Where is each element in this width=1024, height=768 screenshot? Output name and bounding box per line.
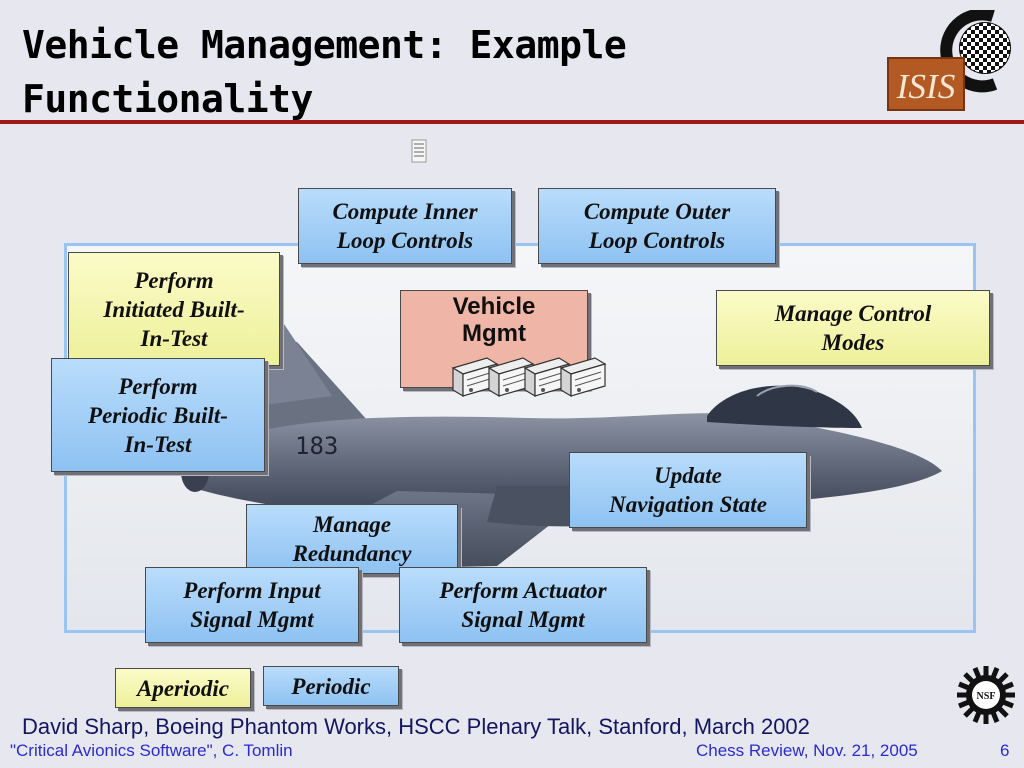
compute-outer-loop-box: Compute Outer Loop Controls — [538, 188, 776, 264]
periodic-bit-line-1: Perform — [118, 373, 198, 399]
chess-logo — [935, 8, 1017, 96]
periodic-built-in-test-box: Perform Periodic Built- In-Test — [51, 358, 265, 472]
legend-aperiodic-label: Aperiodic — [137, 675, 229, 701]
manage-control-modes-box: Manage Control Modes — [716, 290, 990, 366]
actuator-signal-line-1: Perform Actuator — [439, 578, 607, 603]
initiated-bit-line-3: In-Test — [140, 325, 208, 351]
legend-periodic-label: Periodic — [291, 673, 371, 699]
initiated-bit-line-1: Perform — [134, 267, 214, 293]
isis-logo-text: ISIS — [896, 67, 956, 106]
manage-redundancy-box: Manage Redundancy — [246, 504, 458, 574]
legend-periodic: Periodic — [263, 666, 399, 706]
compute-inner-loop-line-2: Loop Controls — [336, 228, 474, 253]
control-modes-line-2: Modes — [821, 330, 885, 355]
redundancy-line-1: Manage — [313, 512, 391, 537]
document-icon — [411, 139, 427, 163]
footer-event: Chess Review, Nov. 21, 2005 — [696, 741, 918, 760]
nsf-logo-text: NSF — [977, 691, 996, 702]
title-divider — [0, 120, 1024, 124]
periodic-bit-line-2: Periodic Built- — [88, 402, 228, 428]
periodic-bit-line-3: In-Test — [124, 431, 192, 457]
tail-number: 183 — [295, 432, 338, 460]
compute-outer-loop-line-1: Compute Outer — [583, 199, 731, 224]
nsf-logo: NSF — [955, 664, 1017, 726]
page-number: 6 — [1000, 741, 1010, 760]
redundancy-line-2: Redundancy — [292, 541, 412, 566]
compute-inner-loop-box: Compute Inner Loop Controls — [298, 188, 512, 264]
source-credit: David Sharp, Boeing Phantom Works, HSCC … — [22, 714, 810, 739]
legend-aperiodic: Aperiodic — [115, 668, 251, 708]
slide-title-line-2: Functionality — [22, 77, 313, 121]
control-modes-line-1: Manage Control — [774, 301, 932, 326]
vehicle-mgmt-line-2: Mgmt — [462, 320, 526, 347]
initiated-bit-line-2: Initiated Built- — [103, 296, 245, 322]
input-signal-mgmt-box: Perform Input Signal Mgmt — [145, 567, 359, 643]
isis-logo: ISIS — [887, 57, 965, 111]
nav-state-line-1: Update — [654, 463, 722, 488]
input-signal-line-1: Perform Input — [183, 578, 321, 603]
actuator-signal-line-2: Signal Mgmt — [461, 607, 585, 632]
vehicle-mgmt-line-1: Vehicle — [452, 293, 536, 320]
update-navigation-state-box: Update Navigation State — [569, 452, 807, 528]
footer-course: "Critical Avionics Software", C. Tomlin — [10, 741, 293, 760]
compute-outer-loop-line-2: Loop Controls — [588, 228, 726, 253]
slide-title: Vehicle Management: Example Functionalit… — [22, 18, 627, 126]
input-signal-line-2: Signal Mgmt — [190, 607, 314, 632]
slide-title-line-1: Vehicle Management: Example — [22, 23, 627, 67]
processor-modules — [451, 350, 611, 398]
compute-inner-loop-line-1: Compute Inner — [332, 199, 478, 224]
initiated-built-in-test-box: Perform Initiated Built- In-Test — [68, 252, 280, 366]
nav-state-line-2: Navigation State — [609, 492, 767, 517]
actuator-signal-mgmt-box: Perform Actuator Signal Mgmt — [399, 567, 647, 643]
